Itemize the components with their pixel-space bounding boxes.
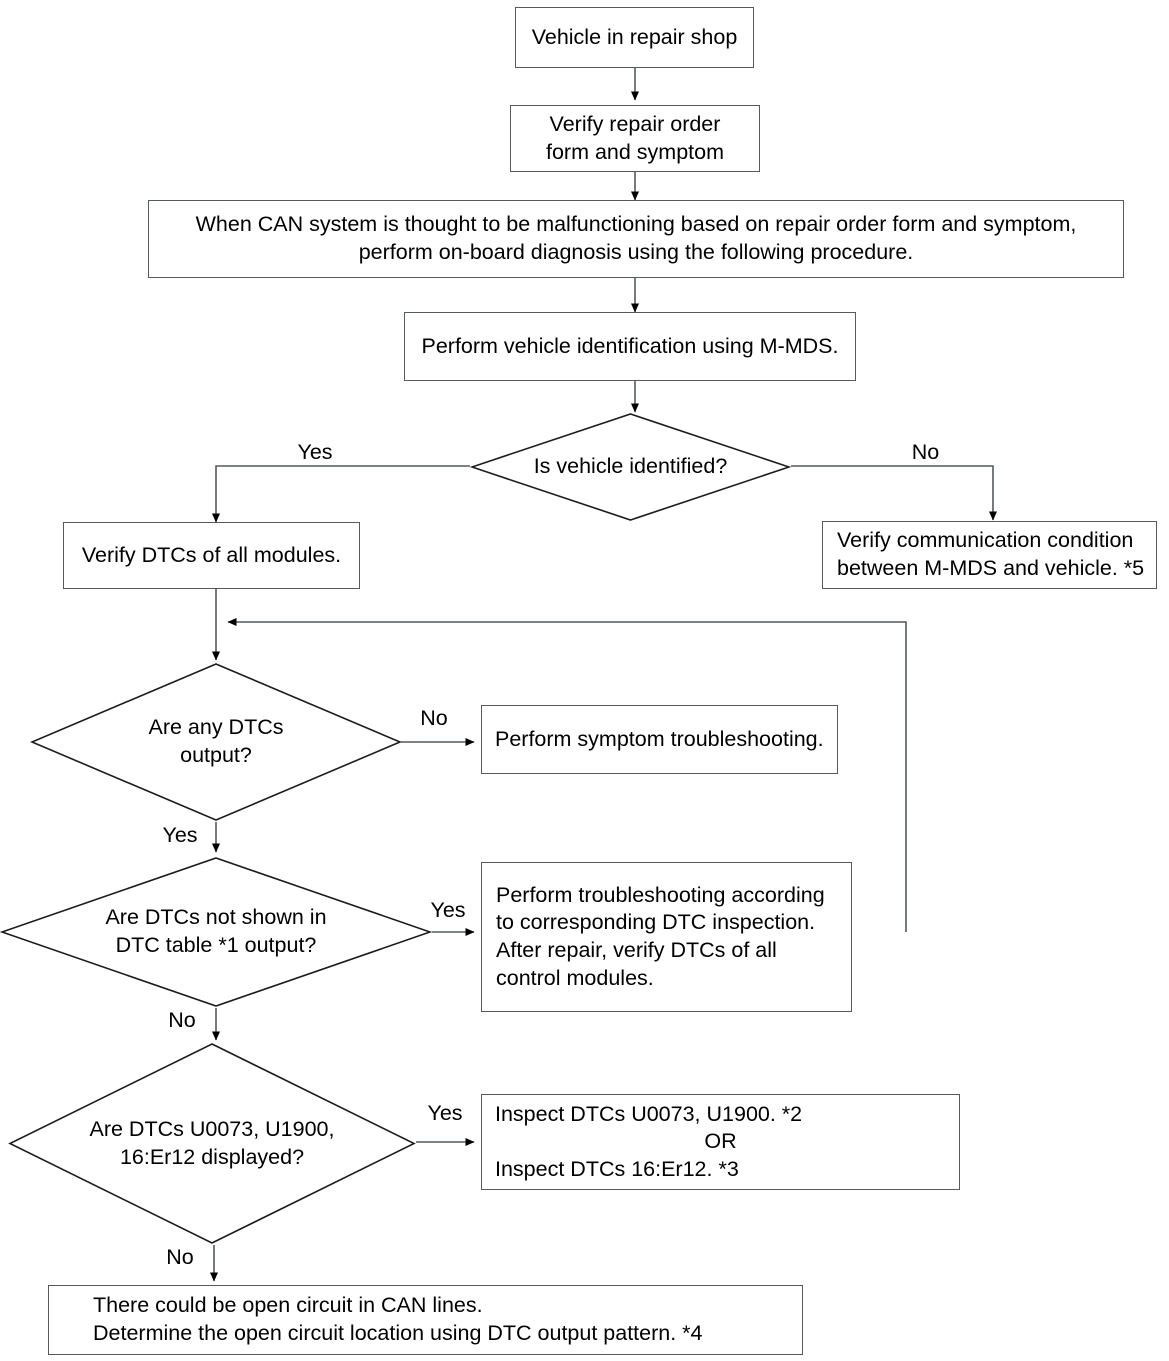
decision-are-any-dtcs-output: Are any DTCs output? (30, 662, 402, 822)
inspect-dtcs-line-3: Inspect DTCs 16:Er12. *3 (495, 1156, 739, 1181)
node-inspect-dtcs: Inspect DTCs U0073, U1900. *2 OR Inspect… (481, 1094, 960, 1190)
node-open-circuit-result: There could be open circuit in CAN lines… (48, 1285, 803, 1355)
node-label: Vehicle in repair shop (531, 24, 738, 49)
decision-label: Are DTCs U0073, U1900, 16:Er12 displayed… (89, 1116, 335, 1169)
node-label: Perform troubleshooting according to cor… (496, 882, 825, 990)
inspect-dtcs-line-or: OR (704, 1129, 737, 1154)
node-verify-repair-order: Verify repair order form and symptom (510, 105, 760, 172)
decision-label: Are any DTCs output? (148, 715, 284, 767)
node-label: When CAN system is thought to be malfunc… (195, 212, 1077, 264)
node-verify-dtcs-all-modules: Verify DTCs of all modules. (63, 522, 360, 589)
node-label: Perform symptom troubleshooting. (495, 726, 824, 751)
edge-label-not-shown-no: No (168, 1008, 196, 1032)
node-label: Verify repair order form and symptom (545, 111, 725, 164)
edge-label-identified-yes: Yes (297, 440, 333, 464)
node-perform-vehicle-identification: Perform vehicle identification using M-M… (404, 312, 856, 381)
node-vehicle-in-repair-shop: Vehicle in repair shop (515, 7, 754, 68)
edge-label-u0073-yes: Yes (427, 1101, 463, 1125)
edge-label-u0073-no: No (166, 1245, 194, 1269)
decision-is-vehicle-identified: Is vehicle identified? (470, 412, 791, 522)
diamond-shape (470, 413, 791, 521)
edge-label-not-shown-yes: Yes (430, 898, 466, 922)
diamond-shape (8, 1043, 416, 1244)
node-can-malfunction-note: When CAN system is thought to be malfunc… (148, 200, 1124, 278)
node-label: Verify communication condition between M… (837, 528, 1145, 580)
diamond-shape (0, 857, 432, 1007)
node-perform-symptom-troubleshooting: Perform symptom troubleshooting. (481, 705, 838, 774)
edge-label-any-dtcs-yes: Yes (162, 823, 198, 847)
inspect-dtcs-line-1: Inspect DTCs U0073, U1900. *2 (495, 1101, 803, 1126)
decision-are-dtcs-u0073-u1900-16er12: Are DTCs U0073, U1900, 16:Er12 displayed… (8, 1042, 416, 1245)
node-verify-communication-condition: Verify communication condition between M… (822, 521, 1157, 589)
diamond-shape (30, 663, 402, 821)
decision-label: Is vehicle identified? (533, 454, 728, 479)
node-label: Verify DTCs of all modules. (81, 542, 342, 567)
node-label: Perform vehicle identification using M-M… (421, 333, 839, 358)
node-label: There could be open circuit in CAN lines… (93, 1293, 703, 1345)
decision-are-dtcs-not-shown: Are DTCs not shown in DTC table *1 outpu… (0, 856, 432, 1008)
edge-label-identified-no: No (911, 440, 940, 464)
decision-label: Are DTCs not shown in DTC table *1 outpu… (105, 905, 327, 957)
edge-label-any-dtcs-no: No (420, 706, 448, 730)
node-perform-troubleshooting-according: Perform troubleshooting according to cor… (481, 862, 852, 1012)
